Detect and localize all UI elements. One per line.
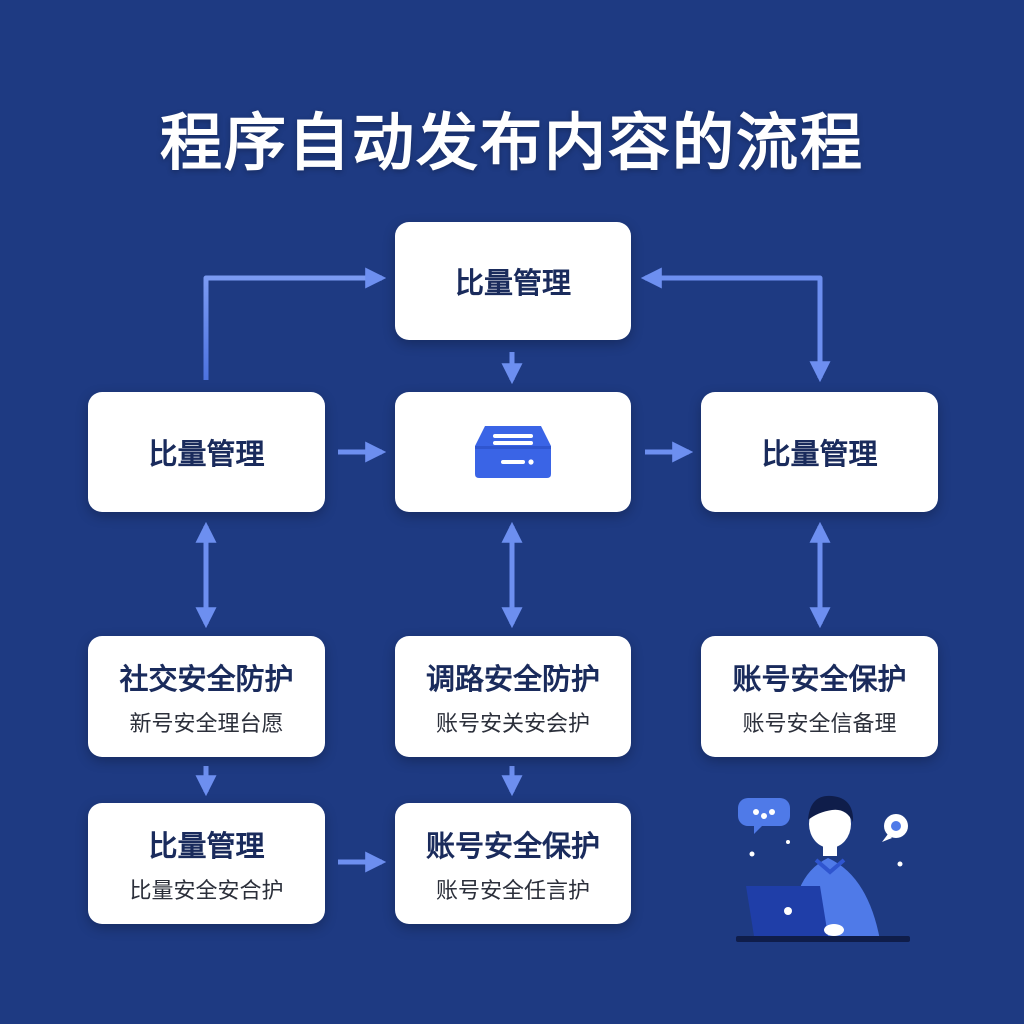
node-top[interactable]: 比量管理 (395, 222, 631, 340)
node-center[interactable] (395, 392, 631, 512)
node-row3-mid-sub: 账号安关安会护 (435, 711, 590, 737)
node-top-label: 比量管理 (454, 266, 571, 300)
node-row3-mid[interactable]: 调路安全防护 账号安关安会护 (395, 636, 631, 757)
node-row4-left-label: 比量管理 (148, 828, 265, 863)
node-row3-mid-label: 调路安全防护 (425, 661, 600, 696)
node-row4-mid-sub: 账号安全任言护 (435, 878, 590, 904)
person-laptop-icon (736, 795, 910, 942)
node-row3-right-sub: 账号安全信备理 (742, 711, 897, 737)
node-right[interactable]: 比量管理 (701, 392, 938, 512)
node-row3-right[interactable]: 账号安全保护 账号安全信备理 (701, 636, 938, 757)
connector-left-to-top (203, 267, 387, 380)
node-row4-mid[interactable]: 账号安全保护 账号安全任言护 (395, 803, 631, 924)
inbox-tray-icon (475, 426, 551, 478)
node-row4-left[interactable]: 比量管理 比量安全安合护 (88, 803, 325, 924)
node-right-label: 比量管理 (761, 437, 878, 471)
chat-bubble-icon (738, 798, 790, 834)
node-row3-right-label: 账号安全保护 (732, 661, 907, 696)
node-row3-left-label: 社交安全防护 (119, 661, 294, 696)
node-row3-left[interactable]: 社交安全防护 新号安全理台愿 (88, 636, 325, 757)
node-left[interactable]: 比量管理 (88, 392, 325, 512)
chat-bubble-small-icon (882, 814, 908, 842)
node-left-label: 比量管理 (148, 437, 265, 471)
connector-top-to-right (640, 267, 831, 383)
node-row4-mid-label: 账号安全保护 (425, 828, 600, 863)
node-row3-left-sub: 新号安全理台愿 (129, 711, 284, 737)
node-row4-left-sub: 比量安全安合护 (129, 878, 284, 904)
page-title: 程序自动发布内容的流程 (159, 106, 864, 179)
